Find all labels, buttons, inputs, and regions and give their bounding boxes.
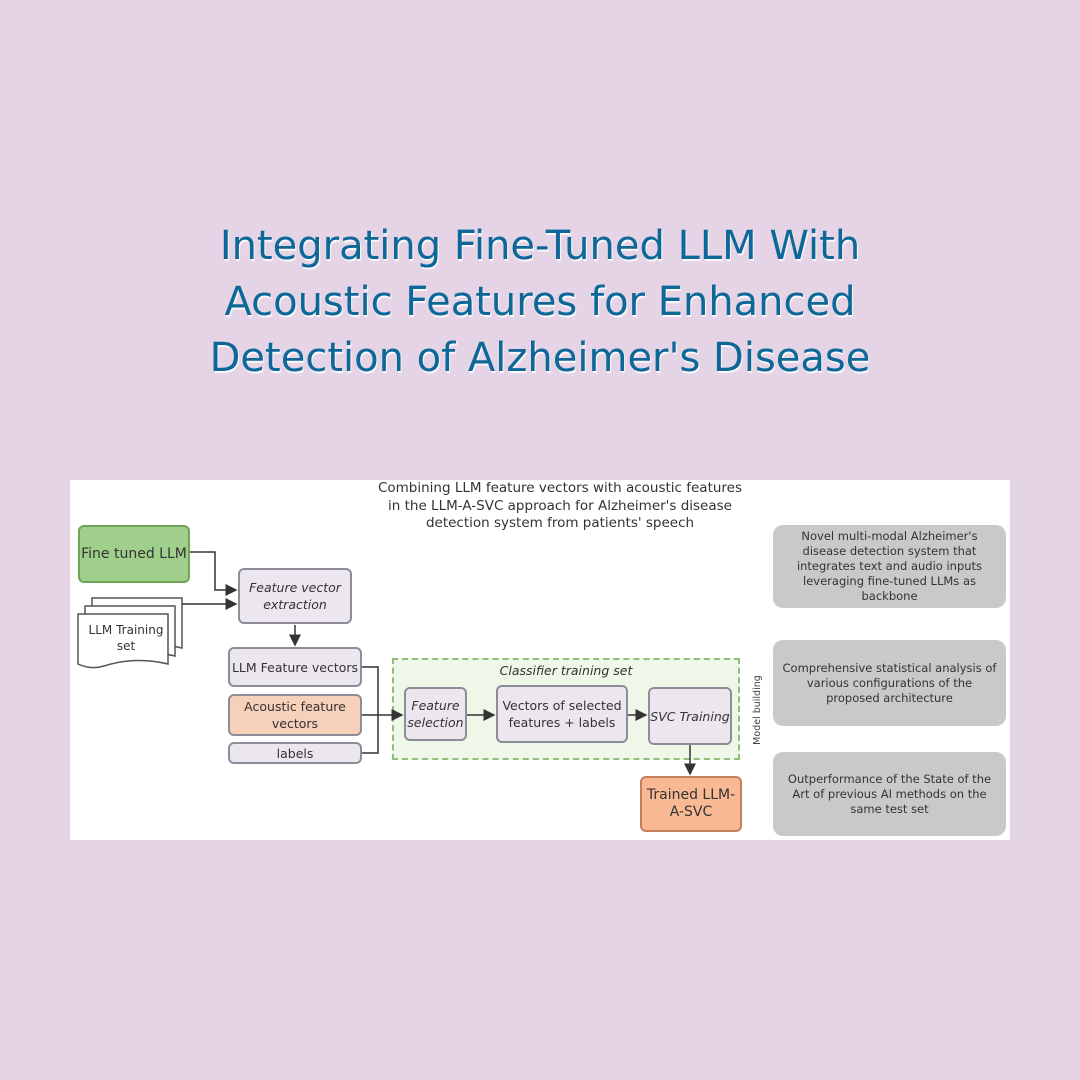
labels-node: labels xyxy=(228,742,362,764)
diagram-panel: Combining LLM feature vectors with acous… xyxy=(70,480,1010,840)
classifier-training-label: Classifier training set xyxy=(499,663,633,678)
acoustic-feature-vectors-node: Acoustic feature vectors xyxy=(228,694,362,736)
title-line-3: Detection of Alzheimer's Disease xyxy=(209,335,871,381)
page-title: Integrating Fine-Tuned LLM With Acoustic… xyxy=(0,218,1080,386)
trained-model-node: Trained LLM-A-SVC xyxy=(640,776,742,832)
fine-tuned-llm-node: Fine tuned LLM xyxy=(78,525,190,583)
training-set-document-icon xyxy=(77,597,183,669)
highlight-multimodal: Novel multi-modal Alzheimer's disease de… xyxy=(773,525,1006,608)
llm-training-set-label: LLM Training set xyxy=(88,623,164,653)
feature-selection-node: Feature selection xyxy=(404,687,467,741)
svc-training-node: SVC Training xyxy=(648,687,732,745)
diagram-caption: Combining LLM feature vectors with acous… xyxy=(377,480,743,531)
llm-feature-vectors-node: LLM Feature vectors xyxy=(228,647,362,687)
highlight-statistical-analysis: Comprehensive statistical analysis of va… xyxy=(773,640,1006,726)
flow-arrows xyxy=(77,551,696,776)
title-line-1: Integrating Fine-Tuned LLM With xyxy=(219,223,861,269)
selected-feature-vectors-node: Vectors of selected features + labels xyxy=(496,685,628,743)
title-line-2: Acoustic Features for Enhanced xyxy=(224,279,856,325)
feature-vector-extraction-node: Feature vector extraction xyxy=(238,568,352,624)
highlight-outperformance: Outperformance of the State of the Art o… xyxy=(773,752,1006,836)
